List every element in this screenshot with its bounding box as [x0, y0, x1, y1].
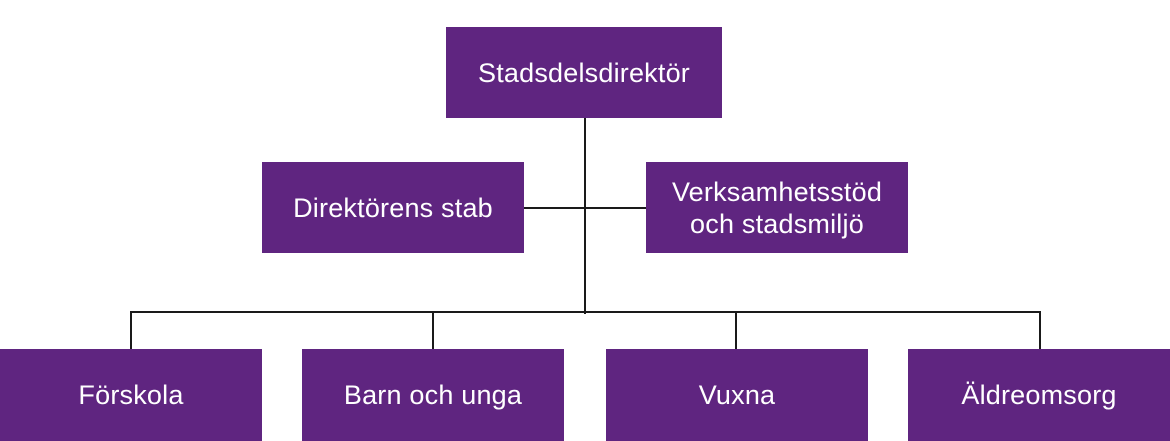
box-direktorens-stab: Direktörens stab — [262, 162, 524, 253]
connector-drop-forskola — [130, 311, 132, 349]
box-direktorens-stab-label: Direktörens stab — [293, 192, 493, 223]
box-verksamhetsstod: Verksamhetsstöd och stadsmiljö — [646, 162, 908, 253]
connector-staff-horizontal — [524, 207, 646, 209]
box-vuxna: Vuxna — [606, 349, 868, 441]
box-stadsdelsdirektor-label: Stadsdelsdirektör — [477, 57, 690, 88]
connector-drop-aldreomsorg — [1039, 311, 1041, 349]
box-verksamhetsstod-label: Verksamhetsstöd och stadsmiljö — [671, 176, 883, 239]
box-forskola-label: Förskola — [78, 380, 184, 410]
connector-drop-vuxna — [735, 311, 737, 349]
box-vuxna-label: Vuxna — [698, 380, 776, 410]
connector-drop-barn-och-unga — [432, 311, 434, 349]
box-barn-och-unga: Barn och unga — [302, 349, 564, 441]
connector-departments-horizontal — [130, 311, 1041, 313]
box-stadsdelsdirektor: Stadsdelsdirektör — [446, 27, 722, 118]
box-aldreomsorg: Äldreomsorg — [908, 349, 1170, 441]
connector-vertical-main — [584, 117, 586, 314]
box-aldreomsorg-label: Äldreomsorg — [961, 380, 1117, 410]
box-barn-och-unga-label: Barn och unga — [343, 380, 523, 410]
box-forskola: Förskola — [0, 349, 262, 441]
